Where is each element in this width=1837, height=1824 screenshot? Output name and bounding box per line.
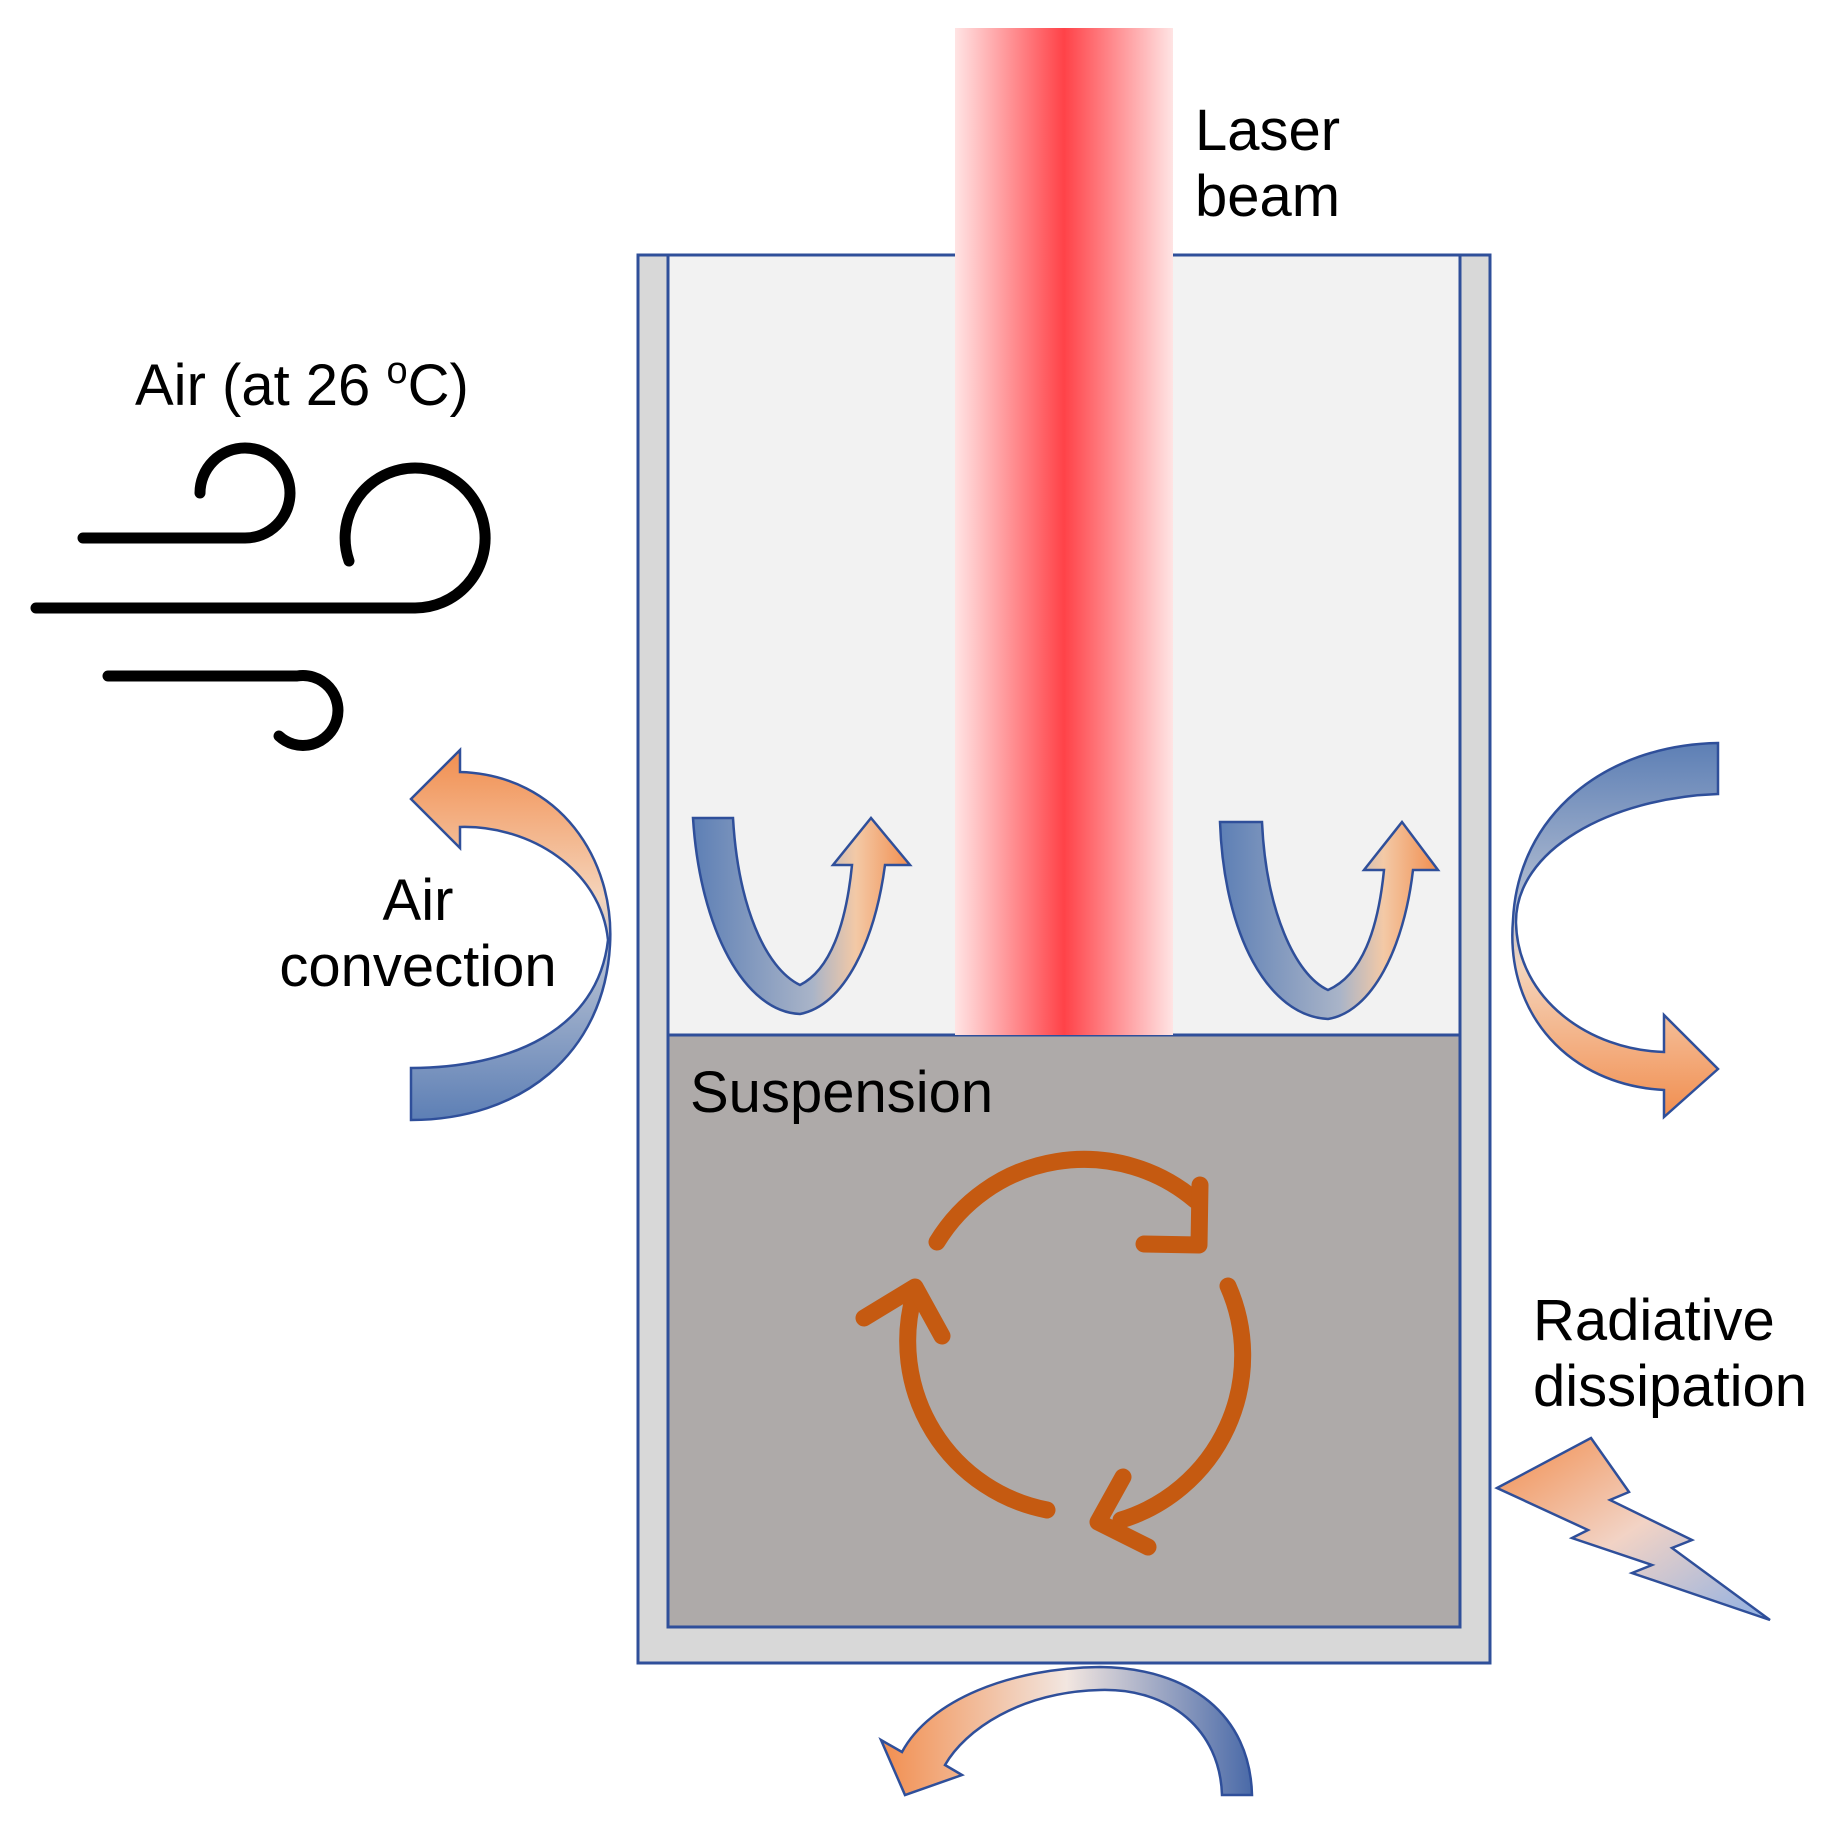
radiative-dissipation-label: Radiative dissipation	[1533, 1288, 1807, 1420]
air-convection-label-line1: Air	[382, 868, 454, 933]
air-temperature-unit: C)	[407, 353, 469, 418]
convection-arrow-icon	[1511, 741, 1720, 1120]
suspension-label: Suspension	[690, 1060, 994, 1125]
laser-beam-label-line2: beam	[1195, 164, 1341, 229]
lightning-bolt-icon	[1494, 1436, 1771, 1622]
air-temperature-label: Air (at 26 oC)	[135, 350, 469, 426]
laser-beam-label: Laser beam	[1195, 98, 1340, 230]
air-temperature-text: Air (at 26	[135, 353, 387, 418]
radiative-dissipation-label-line2: dissipation	[1533, 1354, 1808, 1419]
recirculation-arrows-icon	[855, 1150, 1252, 1556]
degree-superscript: o	[386, 350, 408, 392]
convection-arrow-icon	[691, 816, 1441, 1021]
laser-beam-label-line1: Laser	[1195, 98, 1341, 163]
radiative-dissipation-label-line1: Radiative	[1533, 1288, 1775, 1353]
air-convection-label-line2: convection	[279, 934, 557, 999]
air-convection-label: Air convection	[270, 868, 566, 1000]
wind-icon	[30, 442, 491, 751]
laser-beam	[955, 28, 1173, 1035]
convection-arrow-icon	[878, 1665, 1254, 1797]
convection-arrow-icon	[409, 746, 612, 1122]
